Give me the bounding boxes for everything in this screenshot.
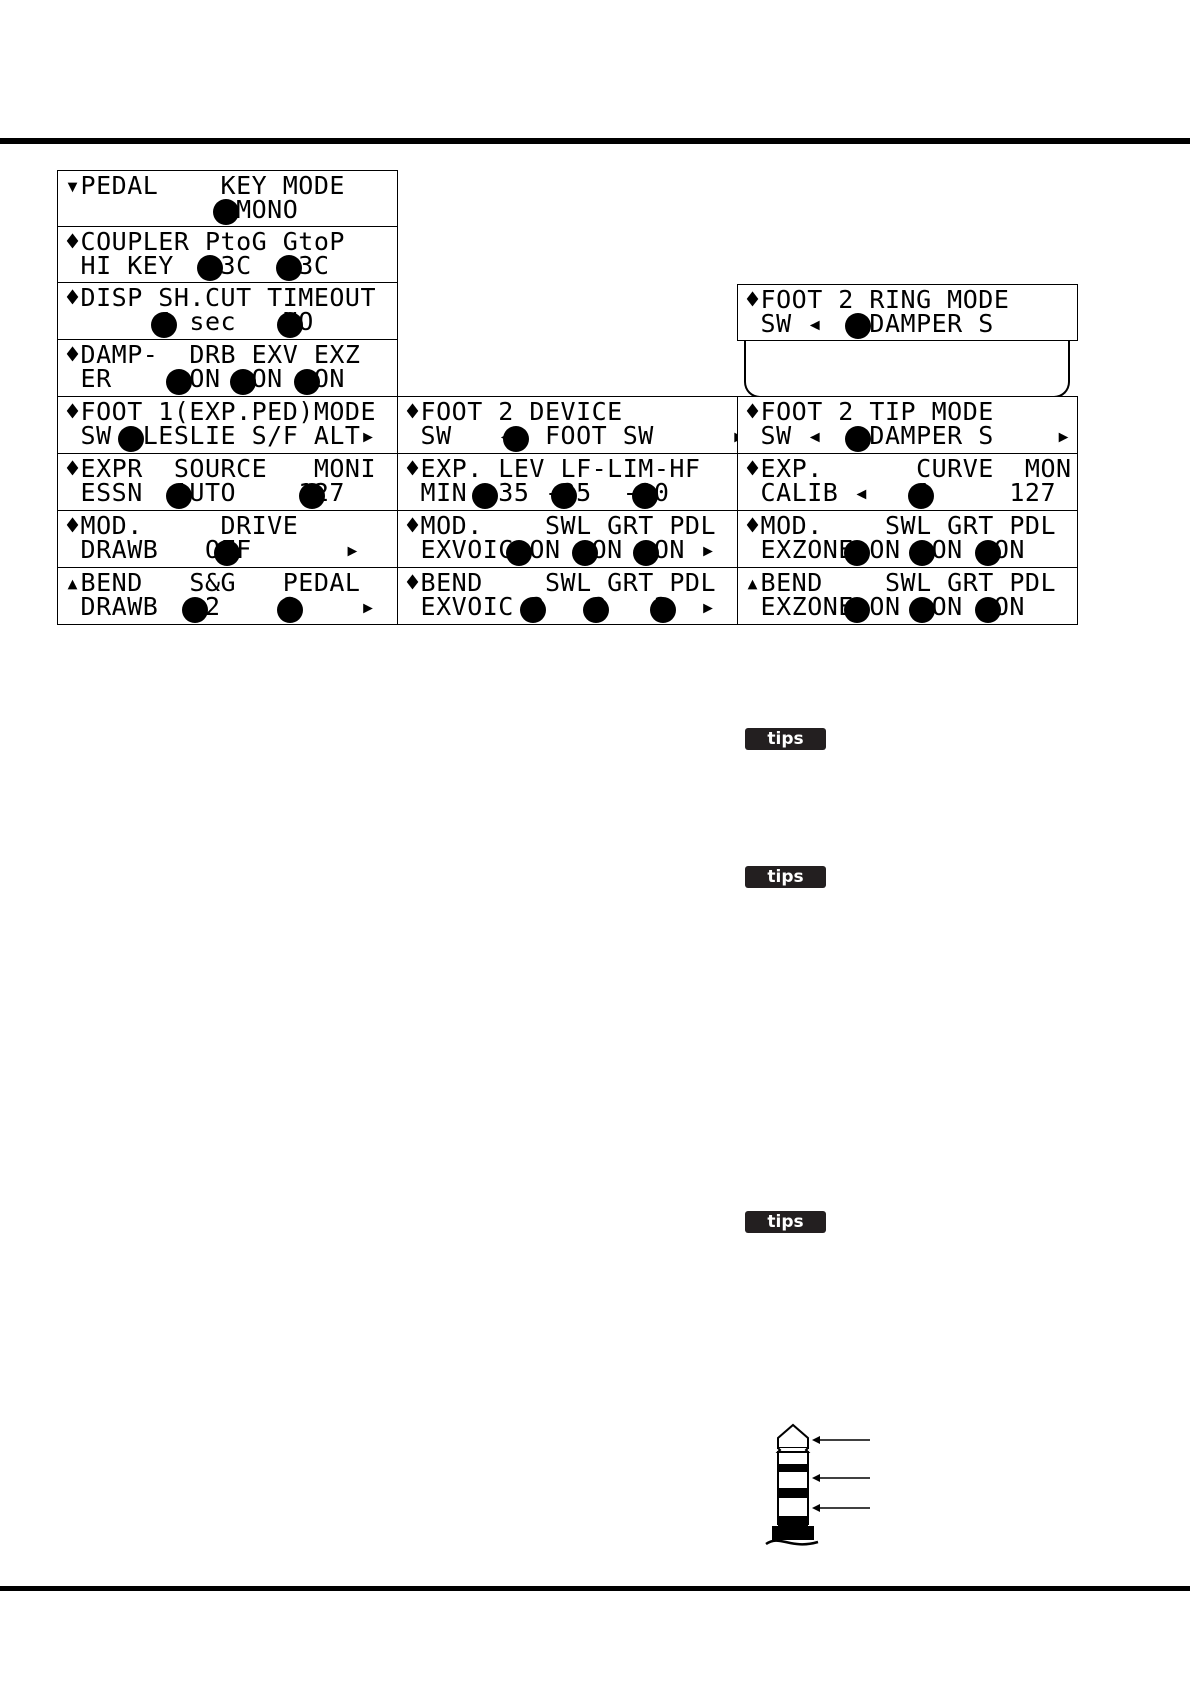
- lcd-foot2-tip-mode: ♦FOOT 2 TIP MODE SW ◂ DAMPER S ▸: [737, 396, 1078, 454]
- callout-dot: [633, 540, 659, 566]
- lcd-line-1: ♦EXPR SOURCE MONI: [65, 454, 377, 483]
- callout-dot: [844, 597, 870, 623]
- lcd-line-1: ♦FOOT 2 RING MODE: [745, 285, 1010, 314]
- lcd-mod-exvoice: ♦MOD. SWL GRT PDL EXVOIC ON ON ON ▸: [397, 510, 738, 568]
- callout-dot: [151, 312, 177, 338]
- lcd-bend-sg-pedal: ▴BEND S&G PEDAL DRAWB 2 2 ▸: [57, 567, 398, 625]
- lcd-coupler: ♦COUPLER PtoG GtoP HI KEY 3C 3C: [57, 226, 398, 283]
- callout-dot: [845, 426, 871, 452]
- callout-dot: [583, 597, 609, 623]
- lcd-line-2: MONO: [65, 195, 299, 224]
- tips-badge: tips: [745, 866, 826, 888]
- lcd-line-2: DRAWB OFF ▸: [65, 535, 361, 564]
- lcd-line-1: ♦MOD. SWL GRT PDL: [745, 511, 1057, 540]
- callout-dot: [214, 540, 240, 566]
- callout-dot: [277, 597, 303, 623]
- lcd-foot1-mode: ♦FOOT 1(EXP.PED)MODE SW LESLIE S/F ALT▸: [57, 396, 398, 454]
- callout-dot: [276, 255, 302, 281]
- lcd-line-2: EXVOIC ON ON ON ▸: [405, 535, 717, 564]
- callout-dot: [182, 597, 208, 623]
- lcd-line-1: ♦FOOT 2 TIP MODE: [745, 397, 994, 426]
- tips-badge: tips: [745, 1211, 826, 1233]
- callout-dot: [650, 597, 676, 623]
- callout-dot: [197, 255, 223, 281]
- lcd-line-1: ▴BEND SWL GRT PDL: [745, 568, 1057, 597]
- callout-dot: [166, 369, 192, 395]
- lcd-line-1: ♦DAMP- DRB EXV EXZ: [65, 340, 361, 369]
- lcd-pedal-key-mode: ▾PEDAL KEY MODE MONO: [57, 170, 398, 227]
- lcd-line-2: SW ◂ DAMPER S: [760, 309, 994, 338]
- lcd-line-2: EXZONE ON ON ON: [745, 592, 1025, 621]
- lcd-line-1: ♦MOD. SWL GRT PDL: [405, 511, 717, 540]
- callout-dot: [909, 540, 935, 566]
- callout-dot: [503, 426, 529, 452]
- callout-dot: [845, 313, 871, 339]
- callout-dot: [472, 483, 498, 509]
- lcd-exp-calib: ♦EXP. CURVE MON CALIB ◂ 1 127: [737, 453, 1078, 511]
- callout-dot: [572, 540, 598, 566]
- lcd-line-2: EXZONE ON ON ON: [745, 535, 1025, 564]
- callout-dot: [277, 312, 303, 338]
- callout-dot: [230, 369, 256, 395]
- lcd-foot2-device: ♦FOOT 2 DEVICE SW ◂ FOOT SW ▸: [397, 396, 738, 454]
- lcd-bend-exvoice: ♦BEND SWL GRT PDL EXVOIC 2 2 2 ▸: [397, 567, 738, 625]
- lcd-foot2-ring-mode: ♦FOOT 2 RING MODE SW ◂ DAMPER S: [737, 284, 1078, 341]
- callout-dot: [975, 597, 1001, 623]
- ring-to-tip-connector: [744, 340, 1070, 398]
- lcd-mod-exzone: ♦MOD. SWL GRT PDL EXZONE ON ON ON: [737, 510, 1078, 568]
- lcd-line-2: SW LESLIE S/F ALT▸: [65, 421, 377, 450]
- lcd-line-1: ♦COUPLER PtoG GtoP: [65, 227, 345, 256]
- lcd-line-2: SW ◂ FOOT SW ▸: [405, 421, 738, 450]
- callout-dot: [909, 597, 935, 623]
- lcd-line-2: DRAWB 2 2 ▸: [65, 592, 377, 621]
- lcd-expr-source: ♦EXPR SOURCE MONI ESSN AUTO 127: [57, 453, 398, 511]
- callout-dot: [520, 597, 546, 623]
- lcd-line-2: SW ◂ DAMPER S ▸: [745, 421, 1072, 450]
- bottom-rule: [0, 1586, 1190, 1591]
- lcd-exp-lev: ♦EXP. LEV LF-LIM-HF MIN -35 -25 -30: [397, 453, 738, 511]
- lcd-line-2: CALIB ◂ 1 127: [745, 478, 1057, 507]
- callout-dot: [632, 483, 658, 509]
- lcd-mod-drive: ♦MOD. DRIVE DRAWB OFF ▸: [57, 510, 398, 568]
- lcd-line-2: HI KEY 3C 3C: [80, 251, 330, 280]
- stereo-phone-plug-icon: [765, 1423, 870, 1546]
- callout-dot: [118, 426, 144, 452]
- lcd-line-1: ♦BEND SWL GRT PDL: [405, 568, 717, 597]
- lcd-line-1: ▴BEND S&G PEDAL: [65, 568, 361, 597]
- lcd-line-1: ♦FOOT 2 DEVICE: [405, 397, 623, 426]
- callout-dot: [294, 369, 320, 395]
- lcd-line-1: ♦EXP. CURVE MON: [745, 454, 1072, 483]
- tips-badge: tips: [745, 728, 826, 750]
- lcd-disp-shortcut: ♦DISP SH.CUT TIMEOUT 1 sec NO: [57, 282, 398, 340]
- lcd-bend-exzone: ▴BEND SWL GRT PDL EXZONE ON ON ON: [737, 567, 1078, 625]
- callout-dot: [166, 483, 192, 509]
- callout-dot: [213, 199, 239, 225]
- lcd-line-1: ▾PEDAL KEY MODE: [65, 171, 345, 200]
- top-rule: [0, 138, 1190, 144]
- lcd-line-1: ♦EXP. LEV LF-LIM-HF: [405, 454, 701, 483]
- lcd-damper: ♦DAMP- DRB EXV EXZ ER ON ON ON: [57, 339, 398, 397]
- lcd-line-2: MIN -35 -25 -30: [405, 478, 670, 507]
- lcd-line-1: ♦DISP SH.CUT TIMEOUT: [65, 283, 377, 312]
- callout-dot: [551, 483, 577, 509]
- callout-dot: [844, 540, 870, 566]
- lcd-line-1: ♦MOD. DRIVE: [65, 511, 299, 540]
- callout-dot: [975, 540, 1001, 566]
- lcd-line-1: ♦FOOT 1(EXP.PED)MODE: [65, 397, 377, 426]
- callout-dot: [908, 483, 934, 509]
- callout-dot: [299, 483, 325, 509]
- callout-dot: [506, 540, 532, 566]
